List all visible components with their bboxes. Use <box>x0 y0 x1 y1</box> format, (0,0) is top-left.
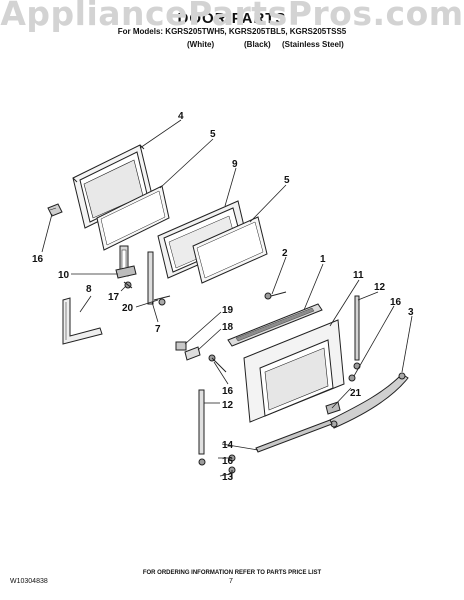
part-door-handle <box>329 372 409 429</box>
part-handle-mount <box>325 401 341 415</box>
callout-labels: 4 5 9 5 16 10 8 17 20 7 2 1 11 12 16 3 1… <box>32 111 414 483</box>
callout-20: 20 <box>122 303 134 314</box>
part-screw-top <box>264 291 287 300</box>
callout-13: 13 <box>222 472 234 483</box>
callout-7: 7 <box>155 324 161 335</box>
part-clip-left <box>47 203 63 217</box>
callout-1: 1 <box>320 254 326 265</box>
document-number: W10304838 <box>10 578 48 585</box>
callout-16-left: 16 <box>32 254 44 265</box>
part-rod-left <box>198 389 205 455</box>
ordering-note: FOR ORDERING INFORMATION REFER TO PARTS … <box>142 570 322 576</box>
page-title: DOOR PARTS <box>177 10 287 27</box>
callout-5-lower: 5 <box>284 175 290 186</box>
callout-9: 9 <box>232 159 238 170</box>
variant-stainless: (Stainless Steel) <box>282 40 344 49</box>
callout-14: 14 <box>222 440 234 451</box>
callout-10: 10 <box>58 270 70 281</box>
callout-12-right: 12 <box>374 282 386 293</box>
part-hinge-arm <box>147 251 171 306</box>
callout-3: 3 <box>408 307 414 318</box>
leader-lines <box>41 119 413 477</box>
part-end-cap <box>175 341 187 351</box>
callout-17: 17 <box>108 292 120 303</box>
part-screw-center <box>208 354 227 373</box>
page-number: 7 <box>229 578 233 585</box>
callout-5-upper: 5 <box>210 129 216 140</box>
part-vent-trim <box>227 303 323 347</box>
part-screw-right <box>348 374 356 382</box>
part-bottom-strip <box>255 419 333 453</box>
callout-11: 11 <box>353 270 364 281</box>
callout-21: 21 <box>350 388 362 399</box>
part-bracket <box>184 346 201 361</box>
callout-8: 8 <box>86 284 92 295</box>
callout-16-lower: 16 <box>222 456 234 467</box>
variant-white: (White) <box>187 40 215 49</box>
callout-16-right: 16 <box>390 297 402 308</box>
part-outer-door-panel <box>243 319 345 423</box>
part-screw-bottom <box>228 466 236 478</box>
part-inner-glass-upper <box>96 185 170 251</box>
callout-19: 19 <box>222 305 234 316</box>
callout-18: 18 <box>222 322 234 333</box>
part-side-trim <box>62 297 103 345</box>
variant-black: (Black) <box>244 40 271 49</box>
part-rod-right <box>353 295 361 370</box>
callout-16-center: 16 <box>222 386 234 397</box>
callout-12-left: 12 <box>222 400 234 411</box>
part-inner-glass-lower <box>192 216 268 284</box>
callout-4: 4 <box>178 111 184 122</box>
model-list: For Models: KGRS205TWH5, KGRS205TBL5, KG… <box>117 27 347 36</box>
part-outer-door-frame <box>72 144 153 229</box>
part-hinge-assembly <box>115 245 137 289</box>
callout-2: 2 <box>282 248 288 259</box>
